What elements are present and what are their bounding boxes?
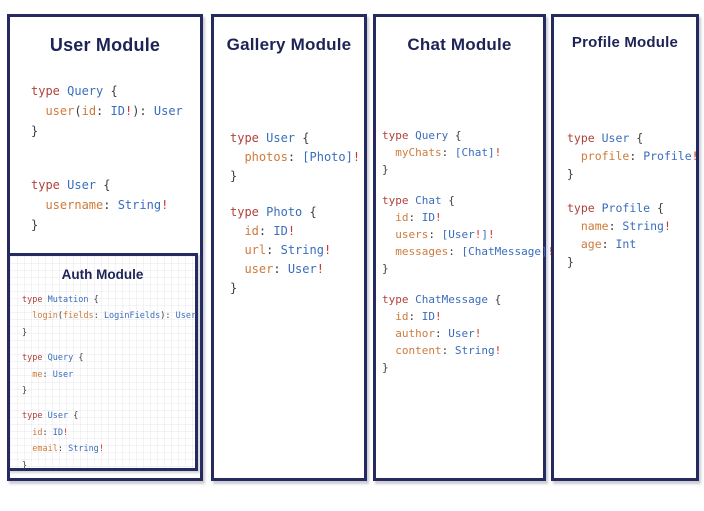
chat-module-code: type Query { myChats: [Chat]!}type Chat … — [382, 129, 554, 374]
auth-module-code: type Mutation { login(fields: LoginField… — [22, 295, 197, 471]
chat-module-title: Chat Module — [407, 35, 512, 54]
user-module-code: type Query { user(id: ID!): User}type Us… — [31, 84, 183, 232]
panel-gallery-module: Gallery Module type User { photos: [Phot… — [211, 14, 367, 481]
profile-module-title: Profile Module — [571, 34, 679, 51]
gallery-module-code: type User { photos: [Photo]!}type Photo … — [230, 131, 361, 295]
gallery-module-title: Gallery Module — [226, 35, 352, 54]
auth-module-title: Auth Module — [61, 267, 144, 282]
panel-auth-module: Auth Module type Mutation { login(fields… — [7, 253, 198, 471]
panel-profile-module: Profile Module type User { profile: Prof… — [551, 14, 699, 481]
user-module-title: User Module — [49, 35, 161, 55]
profile-module-code: type User { profile: Profile!}type Profi… — [567, 131, 699, 269]
panel-user-module: User Module type Query { user(id: ID!): … — [7, 14, 203, 481]
panel-chat-module: Chat Module type Query { myChats: [Chat]… — [373, 14, 554, 481]
